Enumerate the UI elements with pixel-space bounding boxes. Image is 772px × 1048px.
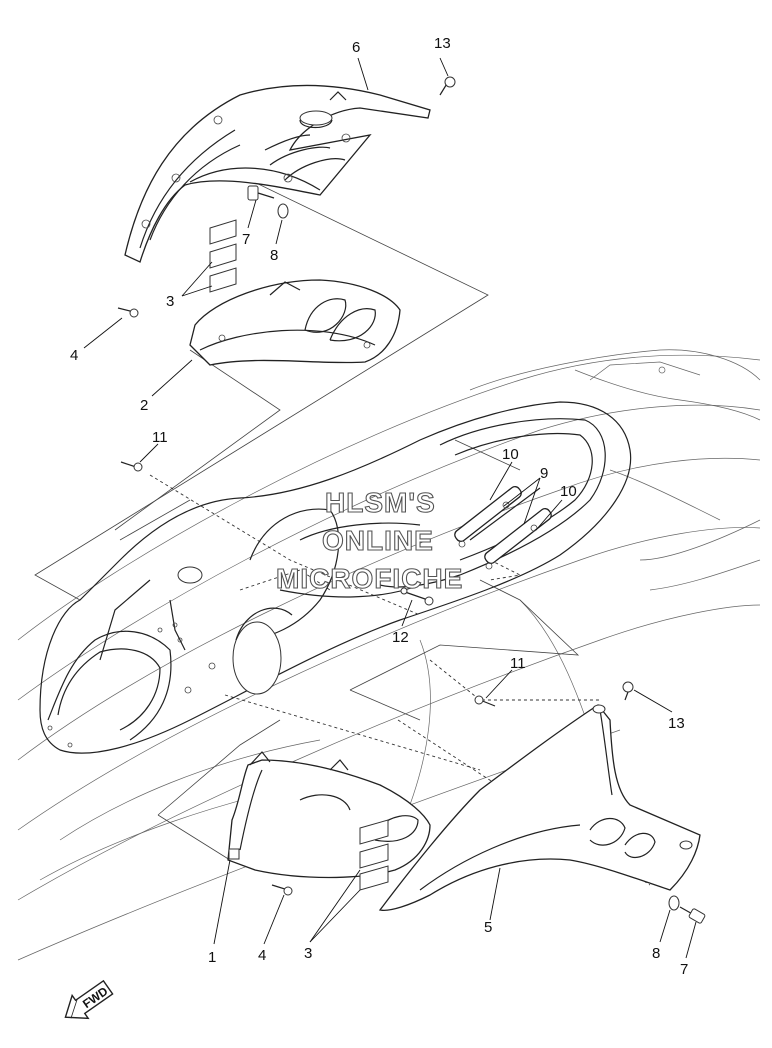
part-9-10-plates — [454, 486, 552, 570]
callout-8-top: 8 — [270, 247, 278, 264]
part-1-side-liner — [227, 751, 431, 879]
callout-11-lower: 11 — [510, 655, 526, 672]
watermark-line-1: HLSM'S — [325, 487, 436, 518]
callout-5: 5 — [484, 919, 492, 936]
callout-7-lower: 7 — [680, 961, 688, 978]
fasteners — [117, 76, 706, 924]
part-12-pin — [400, 587, 434, 606]
callout-13-lower: 13 — [668, 715, 685, 732]
callout-1: 1 — [208, 949, 216, 966]
watermark-line-3: MICROFICHE — [276, 563, 463, 594]
callout-3-lower: 3 — [304, 945, 312, 962]
callout-12: 12 — [392, 629, 409, 646]
fwd-arrow-badge: FWD — [64, 979, 114, 1020]
assembly-frames — [34, 179, 580, 861]
callout-7-top: 7 — [242, 231, 250, 248]
callout-4-lower: 4 — [258, 947, 266, 964]
callout-13-top: 13 — [434, 35, 451, 52]
callout-4-top: 4 — [70, 347, 78, 364]
leader-lines — [83, 57, 697, 959]
part-3-pads-lower — [359, 819, 389, 891]
callout-11-upper: 11 — [152, 429, 168, 446]
callout-3-top: 3 — [166, 293, 174, 310]
part-6-rear-cover — [124, 84, 431, 263]
callout-2: 2 — [140, 397, 148, 414]
part-3-pads-upper — [209, 219, 237, 293]
watermark-line-2: ONLINE — [322, 525, 434, 556]
callout-8-lower: 8 — [652, 945, 660, 962]
part-2-inner-liner — [189, 279, 401, 366]
deck-body — [39, 401, 632, 754]
callout-10-left: 10 — [502, 446, 519, 463]
callout-9: 9 — [540, 465, 548, 482]
callout-numbers: 13 6 7 8 3 4 2 11 10 9 10 12 11 13 1 4 3… — [70, 35, 688, 978]
callout-6: 6 — [352, 39, 360, 56]
part-5-side-cover — [378, 704, 701, 911]
watermark: HLSM'S ONLINE MICROFICHE — [275, 486, 463, 594]
callout-10-right: 10 — [560, 483, 577, 500]
fwd-label: FWD — [80, 984, 111, 1011]
